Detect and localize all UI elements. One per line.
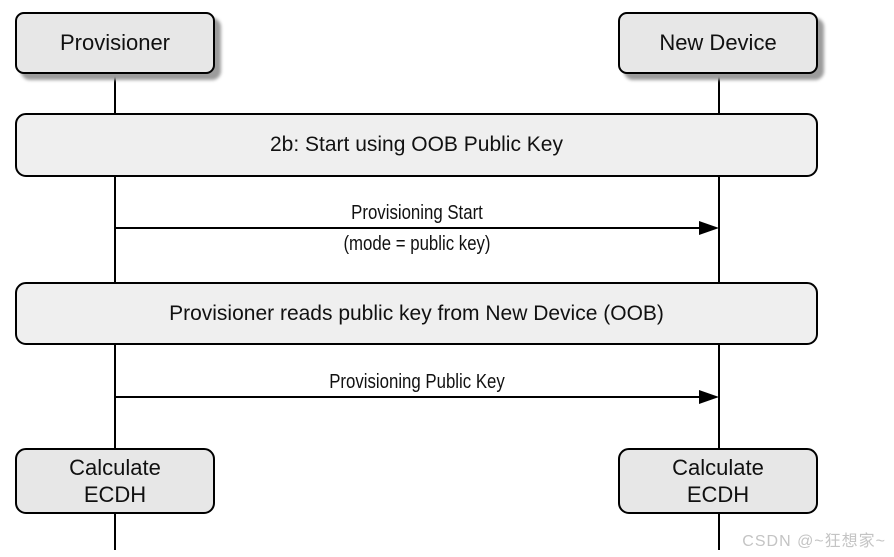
banner-start-oob-public-key: 2b: Start using OOB Public Key [15,113,818,177]
actor-label-new-device: New Device [659,30,777,55]
message-label-provisioning-start: Provisioning Start [351,202,483,224]
activity-label: Calculate ECDH [672,454,764,508]
message-line-provisioning-public-key [115,396,700,398]
actor-label-provisioner: Provisioner [59,30,171,55]
message-line-provisioning-start [115,227,700,229]
message-label-provisioning-public-key: Provisioning Public Key [329,371,505,393]
activity-label: Calculate ECDH [69,454,161,508]
actor-box-provisioner: Provisioner [15,12,215,74]
arrowhead-right-icon [699,390,719,404]
actor-box-new-device: New Device [618,12,818,74]
banner-provisioner-reads-public-key: Provisioner reads public key from New De… [15,282,818,345]
activity-box-calculate-ecdh-provisioner: Calculate ECDH [15,448,215,514]
arrowhead-right-icon [699,221,719,235]
csdn-watermark: CSDN @~狂想家~ [742,533,886,550]
activity-box-calculate-ecdh-new-device: Calculate ECDH [618,448,818,514]
banner-label: 2b: Start using OOB Public Key [270,133,563,156]
message-sublabel-mode-public-key: (mode = public key) [343,233,491,255]
banner-label: Provisioner reads public key from New De… [169,301,664,325]
